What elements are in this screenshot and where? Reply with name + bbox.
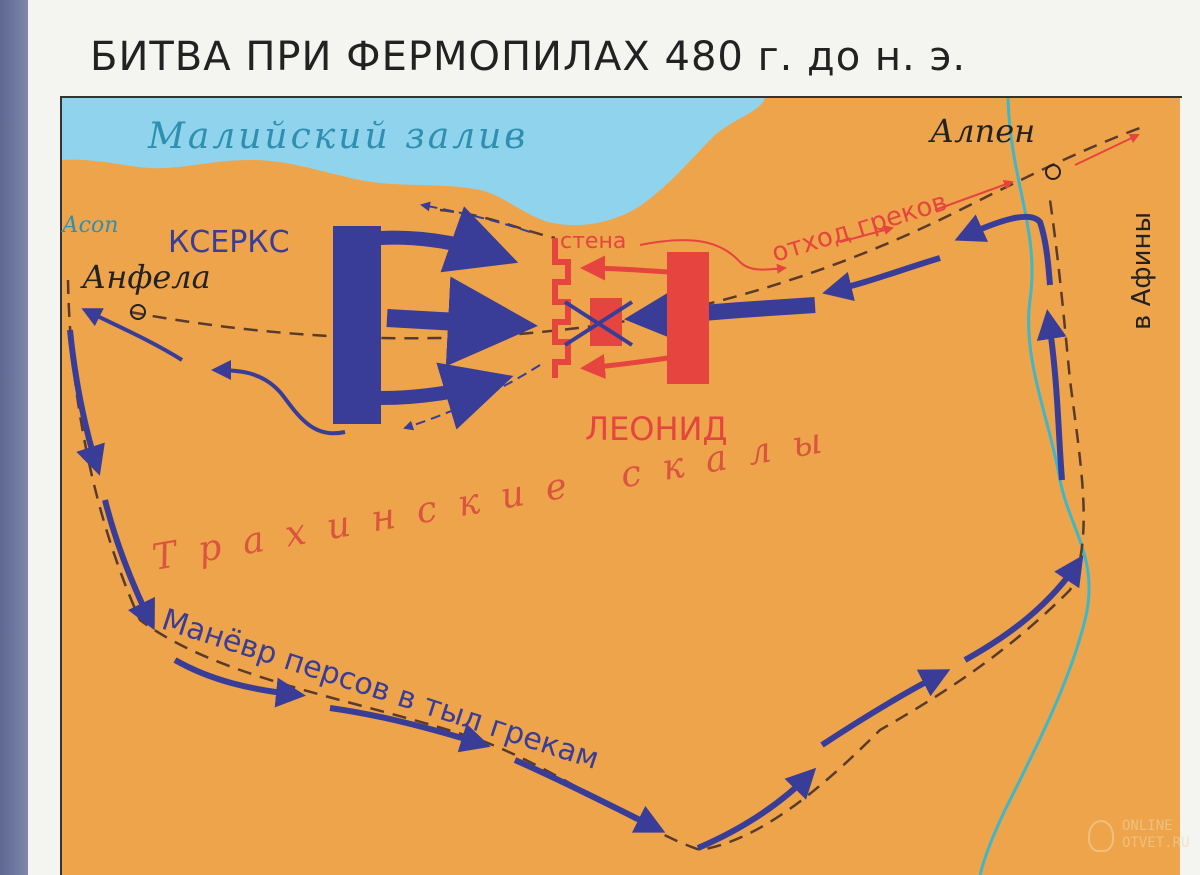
river — [978, 97, 1091, 875]
greek-retreat-arrow-2 — [934, 180, 1014, 211]
watermark-line2: OTVET.RU — [1122, 835, 1190, 851]
persian-thin-arrow-3 — [81, 308, 184, 362]
maneuver-arrow-1 — [67, 329, 105, 476]
land-area — [62, 98, 1180, 875]
greek-retreat-arrow-3 — [1074, 133, 1140, 166]
greek-arrow-top — [580, 255, 669, 281]
xerxes-army-block — [333, 226, 381, 424]
lightbulb-icon — [1088, 820, 1114, 852]
leonidas-label: ЛЕОНИД — [585, 410, 727, 448]
gulf-label: Малийский залив — [147, 116, 528, 157]
xerxes-attack-arrow-bottom — [379, 362, 514, 430]
persian-thin-arrow-4 — [211, 360, 346, 436]
maneuver-arrow-7 — [820, 669, 951, 748]
maneuver-arrow-11 — [822, 255, 941, 302]
map-title: БИТВА ПРИ ФЕРМОПИЛАХ 480 г. до н. э. — [90, 34, 967, 80]
alpen-marker — [1045, 164, 1061, 180]
maneuver-arrow-2 — [102, 499, 155, 631]
athens-label: в Афины — [1127, 212, 1157, 330]
xerxes-label: КСЕРКС — [168, 225, 290, 260]
defeat-cross-2 — [563, 300, 634, 347]
maneuver-arrow-6 — [696, 767, 817, 851]
greek-arrow-bottom — [580, 354, 669, 379]
malian-gulf-sea — [62, 98, 765, 226]
maneuver-arrow-8 — [963, 555, 1084, 663]
watermark-line1: ONLINE — [1122, 818, 1173, 834]
leonidas-army-block — [667, 252, 709, 384]
dashed-road — [129, 126, 1141, 340]
xerxes-attack-arrow-mid — [386, 276, 538, 367]
maneuver-arrow-5 — [513, 757, 666, 833]
maneuver-arrow-9 — [1036, 309, 1067, 481]
anthela-label: Анфела — [80, 258, 211, 296]
river-label: Асоп — [60, 213, 118, 238]
xerxes-attack-arrow-top — [379, 206, 519, 273]
maneuver-arrow-3 — [173, 657, 306, 708]
maneuver-arrow-10 — [954, 213, 1053, 286]
wall — [552, 238, 571, 378]
greek-retreat-arrow-1 — [839, 225, 894, 243]
maneuver-arrow-4 — [329, 705, 491, 753]
greek-retreat-curve — [639, 239, 787, 274]
anthela-marker — [130, 304, 146, 320]
alpen-label: Алпен — [928, 112, 1035, 150]
wall-label: стена — [560, 229, 626, 254]
